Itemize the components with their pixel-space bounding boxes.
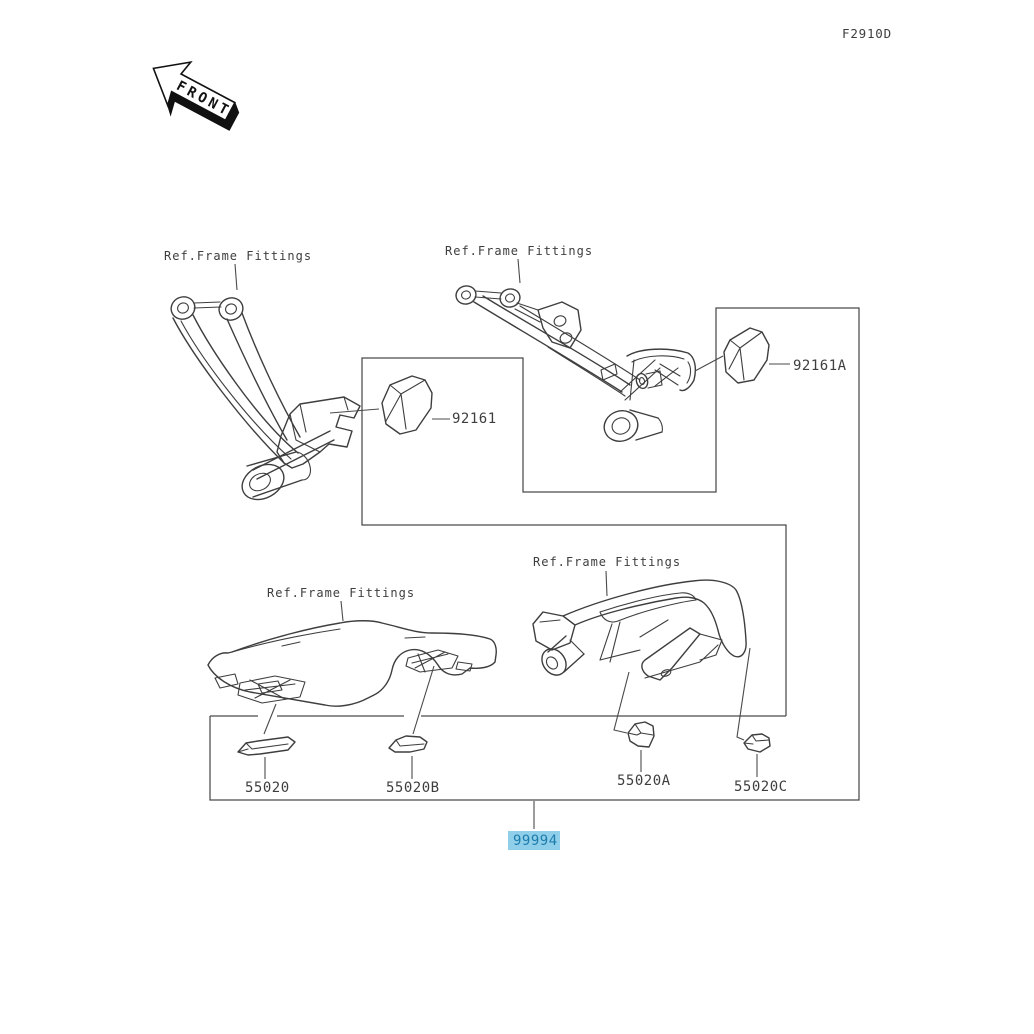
- part-55020A-pad-drawing: [627, 721, 655, 748]
- part-label-55020[interactable]: 55020: [245, 780, 290, 796]
- kit-group-outline: [209, 307, 860, 801]
- leader-ref-label-2: [517, 258, 521, 284]
- front-direction-arrow: FRONT: [152, 60, 240, 131]
- part-label-99994-highlighted[interactable]: 99994: [508, 831, 560, 850]
- ref-frame-fitting-rear-left-drawing: [207, 620, 497, 707]
- leader-ref-label-4: [605, 570, 608, 597]
- part-label-92161A[interactable]: 92161A: [793, 358, 847, 374]
- kit-group-outline-path: [209, 307, 860, 801]
- highlight-box: [508, 831, 560, 850]
- front-arrow-body: [152, 60, 236, 122]
- part-55020C-pad-drawing: [743, 733, 771, 753]
- leader-cover-to-55020B: [412, 665, 435, 735]
- leader-ref-label-1: [234, 263, 238, 291]
- ref-frame-fittings-label-4: Ref.Frame Fittings: [533, 555, 681, 569]
- part-label-99994[interactable]: 99994: [513, 833, 558, 849]
- ref-frame-fittings-label-1: Ref.Frame Fittings: [164, 249, 312, 263]
- leader-cover-to-55020: [263, 703, 277, 735]
- leader-fitting-to-55020A: [613, 671, 630, 734]
- part-label-92161[interactable]: 92161: [452, 411, 497, 427]
- part-55020-pad-drawing: [237, 736, 296, 756]
- part-label-55020A[interactable]: 55020A: [617, 773, 671, 789]
- diagram-code: F2910D: [842, 26, 892, 41]
- leader-bracket-to-92161: [329, 408, 380, 414]
- part-92161-damper-drawing: [381, 375, 433, 435]
- ref-frame-fitting-front-left-drawing: [170, 296, 361, 501]
- leader-ref-label-3: [340, 600, 344, 622]
- part-label-55020B[interactable]: 55020B: [386, 780, 440, 796]
- ref-frame-fittings-label-3: Ref.Frame Fittings: [267, 586, 415, 600]
- ref-frame-fittings-label-2: Ref.Frame Fittings: [445, 244, 593, 258]
- part-92161A-damper-drawing: [723, 327, 770, 384]
- leader-bracket-to-92161A: [694, 355, 724, 372]
- leader-fitting-to-55020C: [736, 647, 751, 741]
- ref-frame-fitting-front-right-drawing: [455, 285, 697, 442]
- ref-frame-fitting-rear-right-drawing: [532, 579, 747, 681]
- part-55020B-pad-drawing: [388, 735, 428, 753]
- part-label-55020C[interactable]: 55020C: [734, 779, 788, 795]
